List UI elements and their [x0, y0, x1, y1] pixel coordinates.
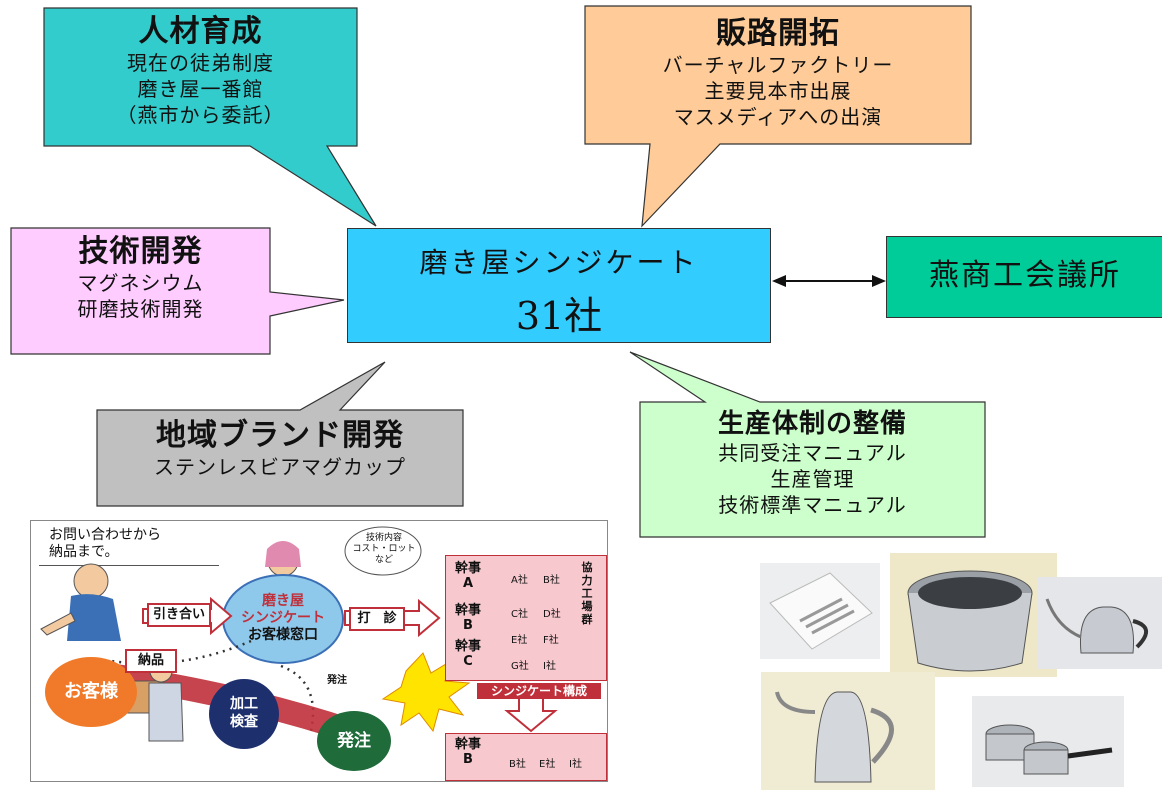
chiiki-callout-shape [96, 361, 464, 507]
customer-circle: お客様 [45, 657, 137, 727]
jinzai-callout-shape [43, 7, 377, 227]
ice-bucket-photo [890, 553, 1057, 677]
jinzai-line-3: （燕市から委託） [116, 103, 285, 127]
flow-note-underline [39, 565, 219, 566]
saucepan-set-photo [972, 696, 1124, 787]
order-flow-illustration: お問い合わせから 納品まで。 [30, 520, 608, 782]
group-c-firm-2: I社 [543, 661, 556, 672]
callout-seisan: 生産体制の整備 共同受注マニュアル 生産管理 技術標準マニュアル [640, 402, 985, 537]
syndicate-name: 磨き屋シンジケート [419, 246, 699, 279]
window-line-1: 磨き屋 [262, 593, 304, 609]
flow-note: お問い合わせから 納品まで。 [49, 527, 161, 561]
group-a-kanji: 幹事 [454, 561, 481, 576]
group-b-firm-2: D社 [543, 609, 561, 620]
group-a-firm-2: B社 [543, 575, 560, 586]
callout-hanro: 販路開拓 バーチャルファクトリー 主要見本市出展 マスメディアへの出演 [585, 6, 971, 144]
bottom-firm-2: E社 [539, 759, 556, 770]
chamber-of-commerce-box: 燕商工会議所 [886, 236, 1162, 318]
bottom-group-box [445, 733, 607, 781]
salesman-figure [40, 563, 121, 641]
window-label: 磨き屋 シンジケート お客様窓口 [231, 593, 335, 644]
flow-note-line-1: お問い合わせから [49, 527, 161, 543]
kakou-circle: 加工 検査 [209, 679, 279, 749]
group-c-kanji: 幹事 [454, 639, 481, 654]
double-arrow-connector [772, 275, 886, 287]
chiiki-title: 地域ブランド開発 [156, 418, 404, 453]
callout-gijutsu: 技術開発 マグネシウム 研磨技術開発 [11, 228, 270, 354]
group-a-letter: A [462, 576, 474, 591]
bottom-firm-1: B社 [509, 759, 526, 770]
group-b-firm-1: C社 [511, 609, 528, 620]
hanro-title: 販路開拓 [716, 16, 840, 51]
seisan-line-3: 技術標準マニュアル [718, 493, 907, 517]
group-b2-firm-2: F社 [543, 635, 559, 646]
hanro-line-1: バーチャルファクトリー [662, 53, 894, 77]
group-a-firm-1: A社 [511, 575, 528, 586]
bubble-text: 技術内容 コスト・ロット など [349, 533, 419, 566]
flow-note-line-2: 納品まで。 [49, 544, 119, 560]
bubble-line-2: コスト・ロット [352, 544, 416, 554]
seisan-callout-shape [629, 351, 986, 538]
dashin-label: 打 診 [349, 607, 405, 631]
group-c-firm-1: G社 [511, 661, 529, 672]
bubble-line-1: 技術内容 [365, 533, 402, 543]
group-b-letter: B [463, 618, 473, 633]
window-line-3: お客様窓口 [248, 627, 318, 643]
cutlery-gift-box-photo [760, 563, 880, 659]
bottom-firm-3: I社 [569, 759, 582, 770]
hanro-line-2: 主要見本市出展 [704, 79, 852, 103]
group-b-lead: 幹事 B [451, 603, 485, 633]
gijutsu-callout-shape [10, 227, 345, 355]
hanro-callout-shape [584, 5, 972, 228]
window-staff-figure [265, 541, 301, 577]
syndicate-center-box: 磨き屋シンジケート 31社 [347, 228, 771, 343]
callout-jinzai: 人材育成 現在の徒弟制度 磨き屋一番館 （燕市から委託） [44, 8, 357, 146]
group-a-lead: 幹事 A [451, 561, 485, 591]
syndicate-composition-label: シンジケート構成 [477, 683, 601, 699]
bottom-group-lead: 幹事 B [451, 737, 485, 767]
kakou-line-2: 検査 [230, 714, 258, 730]
window-line-2: シンジケート [241, 610, 325, 626]
seisan-line-2: 生産管理 [770, 467, 855, 491]
chiiki-line-1: ステンレスビアマグカップ [154, 455, 406, 479]
coffee-pot-photo [761, 672, 935, 790]
customer-label: お客様 [64, 681, 118, 702]
hanro-line-3: マスメディアへの出演 [673, 105, 883, 129]
inquiry-bubble [344, 526, 422, 576]
drip-kettle-photo [1037, 577, 1162, 669]
callout-chiiki: 地域ブランド開発 ステンレスビアマグカップ [97, 410, 463, 506]
hacchu-circle: 発注 [317, 711, 391, 771]
group-b-kanji: 幹事 [454, 603, 481, 618]
group-b2-firm-1: E社 [511, 635, 528, 646]
bottom-group-letter: B [463, 752, 473, 767]
hacchu-dotted-path [280, 664, 315, 732]
hacchu-small-label: 発注 [325, 671, 349, 686]
syndicate-groups-box [445, 555, 607, 681]
bottom-group-kanji: 幹事 [454, 737, 481, 752]
gijutsu-line-1: マグネシウム [77, 271, 204, 295]
group-c-letter: C [463, 654, 473, 669]
nouhin-label: 納品 [125, 649, 177, 673]
gijutsu-title: 技術開発 [78, 234, 203, 269]
chamber-label: 燕商工会議所 [929, 258, 1121, 293]
gijutsu-line-2: 研磨技術開発 [77, 297, 204, 321]
hacchu-label: 発注 [337, 731, 371, 751]
seisan-title: 生産体制の整備 [717, 409, 907, 439]
syndicate-member-count: 31社 [515, 294, 603, 338]
seisan-line-1: 共同受注マニュアル [718, 441, 907, 465]
jinzai-line-1: 現在の徒弟制度 [127, 51, 274, 75]
group-c-lead: 幹事 C [451, 639, 485, 669]
kakou-line-1: 加工 [230, 696, 258, 712]
kyoryoku-label: 協力工場群 [581, 561, 593, 626]
hikiai-label: 引き合い [147, 603, 211, 627]
jinzai-title: 人材育成 [138, 14, 263, 49]
jinzai-line-2: 磨き屋一番館 [137, 77, 264, 101]
bubble-line-3: など [374, 555, 393, 565]
